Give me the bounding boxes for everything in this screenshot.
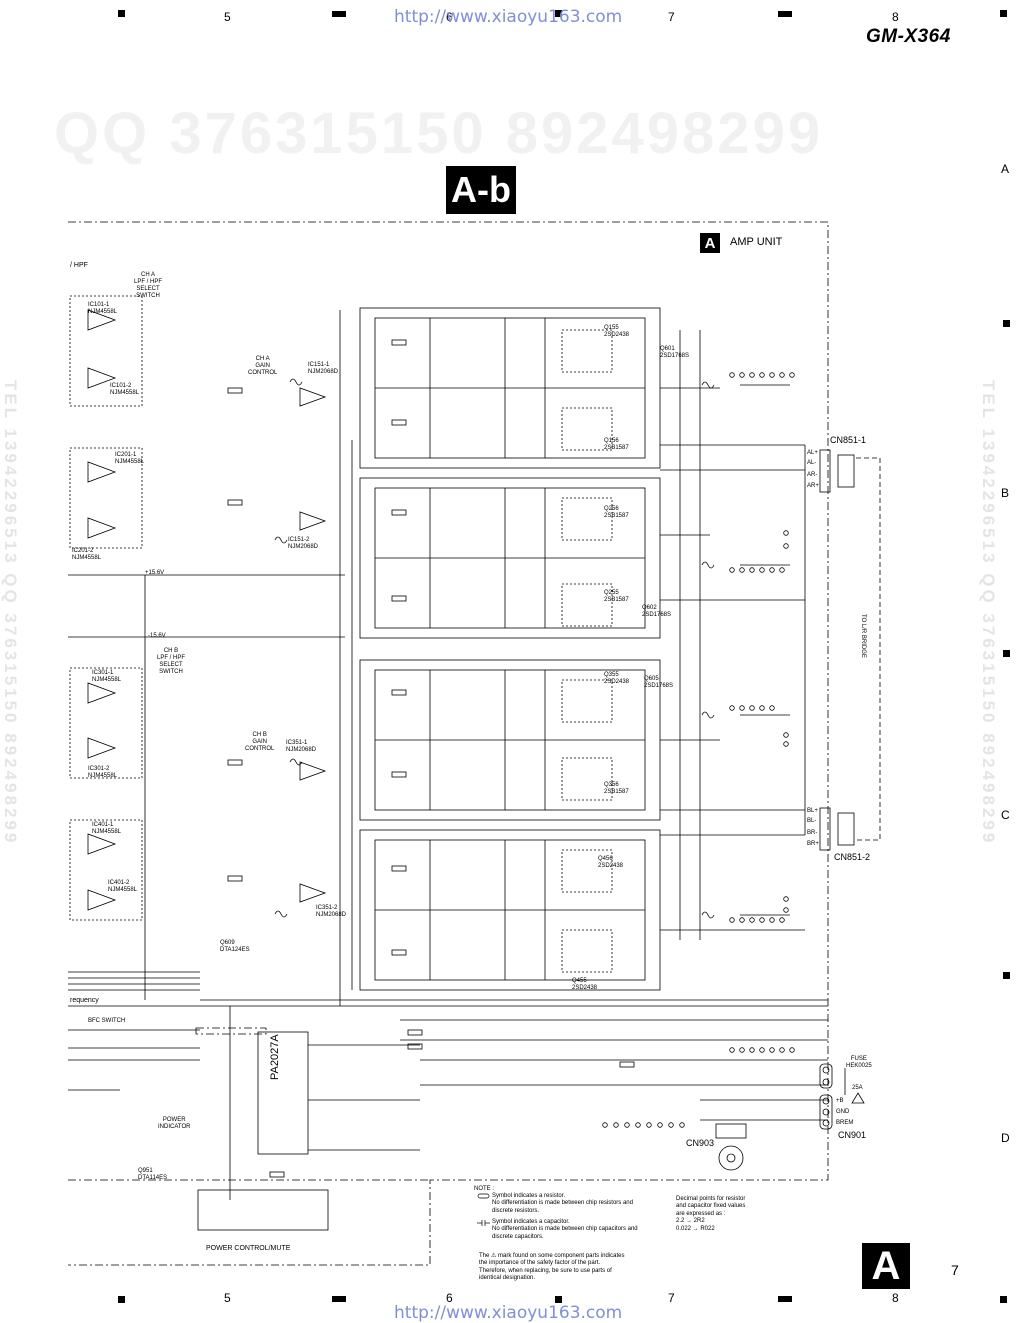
unit-name: AMP UNIT <box>730 236 783 248</box>
grid-column-label: 6 <box>446 10 453 24</box>
registration-mark <box>555 1296 562 1303</box>
cn851-1-pin: AR+ <box>807 483 819 489</box>
ic-label: IC351-2 NJM2068D <box>316 905 347 918</box>
cn901-pin: +B <box>836 1098 844 1104</box>
transistor-label: Q455 2SD2438 <box>572 978 598 991</box>
cn851-2-label: CN851-2 <box>834 852 871 862</box>
transistor-label: Q951 DTA114ES <box>138 1168 168 1181</box>
registration-mark <box>555 10 562 17</box>
grid-column-label: 6 <box>446 1291 453 1305</box>
hpf-label: / HPF <box>70 262 88 269</box>
registration-mark <box>332 11 346 17</box>
cn851-2-pin: BL- <box>807 818 817 824</box>
ic-label: IC301-1 NJM4558L <box>92 670 122 683</box>
fuse-label: FUSE HEK0025 <box>846 1056 872 1069</box>
cn851-1-pin: AR- <box>807 472 818 478</box>
ic-label: IC301-2 NJM4558L <box>88 766 118 779</box>
pa2027a-ic-label: PA2027A <box>269 1034 281 1080</box>
grid-column-label: 8 <box>892 1291 899 1305</box>
transistor-label: Q356 2SB1587 <box>604 782 629 795</box>
registration-mark <box>1000 10 1007 17</box>
cn851-2-pin: BR+ <box>807 841 819 847</box>
grid-column-label: 5 <box>224 1291 231 1305</box>
cn851-1-pin: AL+ <box>807 450 818 456</box>
registration-mark <box>1000 1296 1007 1303</box>
cn851-2-pin: BR- <box>807 830 818 836</box>
grid-row-label: B <box>1001 486 1010 500</box>
source-url[interactable]: http://www.xiaoyu163.com <box>394 7 623 27</box>
registration-mark <box>778 11 792 17</box>
registration-mark <box>1003 320 1010 327</box>
transistor-label: Q609 DTA124ES <box>220 940 250 953</box>
transistor-label: Q601 2SD1768S <box>660 346 690 359</box>
transistor-label: Q255 2SB1587 <box>604 590 629 603</box>
unit-letter-badge: A <box>700 233 720 253</box>
grid-column-label: 8 <box>892 10 899 24</box>
cn901-label: CN901 <box>838 1130 867 1140</box>
plus-rail-label: +15.6V <box>145 570 165 576</box>
registration-mark <box>778 1296 792 1302</box>
transistor-label: Q155 2SD2438 <box>604 325 630 338</box>
cn851-1-pin: AL- <box>807 460 817 466</box>
cn903-label: CN903 <box>686 1138 715 1148</box>
registration-mark <box>118 10 125 17</box>
note-symbols <box>477 1193 490 1226</box>
section-title-badge: A-b <box>446 166 516 214</box>
note-title: NOTE : <box>474 1186 495 1192</box>
minus-rail-label: -15.6V <box>148 633 166 639</box>
ic-label: IC201-2 NJM4558L <box>72 548 102 561</box>
registration-mark <box>118 1296 125 1303</box>
ic-label: IC151-1 NJM2068D <box>308 362 339 375</box>
ic-label: IC151-2 NJM2068D <box>288 537 319 550</box>
page-number: 7 <box>951 1262 959 1278</box>
transistor-label: Q256 2SB1587 <box>604 506 629 519</box>
note-capacitor: Symbol indicates a capacitor. No differe… <box>492 1219 638 1240</box>
grid-row-label: A <box>1001 162 1010 176</box>
transistor-label: Q605 2SD1768S <box>644 676 674 689</box>
chb-select-switch-label: CH B LPF / HPF SELECT SWITCH <box>157 648 186 675</box>
grid-row-label: C <box>1001 808 1010 822</box>
grid-row-label: D <box>1001 1131 1010 1145</box>
note-resistor: Symbol indicates a resistor. No differen… <box>492 1193 633 1214</box>
transistor-label: Q602 2SD1768S <box>642 605 672 618</box>
opamp-group <box>87 309 327 911</box>
unit-border <box>68 221 829 1266</box>
ic-label: IC351-1 NJM2068D <box>286 740 317 753</box>
bridge-label: TO L/R BRIDGE <box>860 614 866 658</box>
power-control-label: POWER CONTROL/MUTE <box>206 1245 291 1252</box>
fuse-value: 25A <box>852 1085 863 1091</box>
ic-label: IC201-1 NJM4558L <box>115 452 145 465</box>
cn851-2-pin: BL+ <box>807 808 818 814</box>
note-decimal: Decimal points for resistor and capacito… <box>676 1196 746 1232</box>
cn851-1-label: CN851-1 <box>830 435 867 445</box>
frequency-label: requency <box>70 997 99 1004</box>
bfc-switch-label: BFC SWITCH <box>88 1018 126 1024</box>
chb-gain-control-label: CH B GAIN CONTROL <box>245 732 275 752</box>
transistor-label: Q355 2SD2438 <box>604 672 630 685</box>
ic-label: IC101-2 NJM4558L <box>110 383 140 396</box>
source-url[interactable]: http://www.xiaoyu163.com <box>394 1303 623 1323</box>
grid-column-label: 7 <box>668 10 675 24</box>
model-number: GM-X364 <box>866 26 951 47</box>
cha-gain-control-label: CH A GAIN CONTROL <box>248 356 278 376</box>
transistor-label: Q156 2SB1587 <box>604 438 629 451</box>
cha-select-switch-label: CH A LPF / HPF SELECT SWITCH <box>134 272 163 299</box>
watermark-text: QQ 376315150 892498299 <box>54 101 824 166</box>
ic-label: IC401-2 NJM4558L <box>108 880 138 893</box>
note-safety: The ⚠ mark found on some component parts… <box>479 1253 625 1282</box>
ic-label: IC401-1 NJM4558L <box>92 822 122 835</box>
cn901-pin: GND <box>836 1109 850 1115</box>
power-indicator-label: POWER INDICATOR <box>158 1117 191 1130</box>
grid-column-label: 5 <box>224 10 231 24</box>
grid-column-label: 7 <box>668 1291 675 1305</box>
ic-label: IC101-1 NJM4558L <box>88 302 118 315</box>
transistor-label: Q456 2SD2438 <box>598 856 624 869</box>
registration-mark <box>1003 972 1010 979</box>
registration-mark <box>1003 650 1010 657</box>
corner-letter-badge: A <box>862 1243 910 1289</box>
registration-mark <box>332 1296 346 1302</box>
cn901-pin: BREM <box>836 1120 854 1126</box>
